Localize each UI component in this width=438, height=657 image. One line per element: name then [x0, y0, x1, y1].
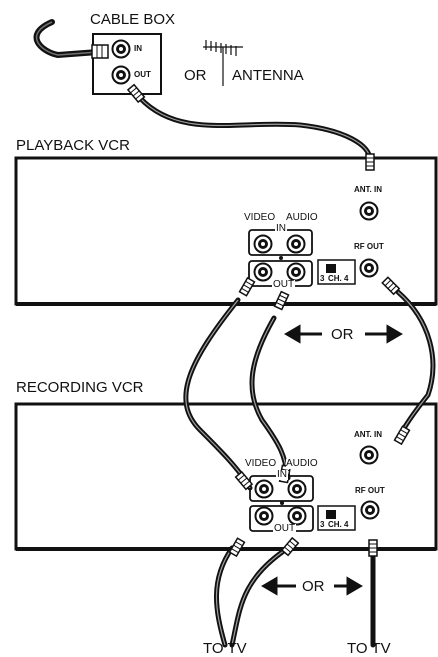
- cable-out-jack: [111, 65, 131, 85]
- playback-video-out-jack: [253, 262, 273, 282]
- or-arrows-top: [284, 324, 403, 344]
- cable-box: [33, 19, 162, 95]
- playback-rf-out-jack: [359, 258, 379, 278]
- recording-audio-to-tv: [229, 545, 291, 648]
- playback-audio-label: AUDIO: [286, 212, 318, 223]
- recording-video-label: VIDEO: [245, 458, 277, 469]
- recording-out-label: OUT: [273, 523, 297, 534]
- playback-in-label: IN: [275, 223, 287, 234]
- recording-ch4-label: CH. 4: [328, 520, 349, 529]
- antenna-icon: [203, 40, 243, 86]
- playback-out-label: OUT: [272, 279, 296, 290]
- recording-rf-out-jack: [360, 500, 380, 520]
- playback-vcr: [14, 156, 438, 306]
- cable-out-label: OUT: [134, 70, 151, 79]
- cable-out-to-ant-in: [137, 95, 373, 163]
- playback-video-in-jack: [253, 234, 273, 254]
- recording-ch3-label: 3: [320, 520, 325, 529]
- playback-ant-in-label: ANT. IN: [354, 185, 382, 194]
- recording-vcr: [14, 402, 438, 551]
- recording-vcr-label: RECORDING VCR: [16, 379, 144, 396]
- or-label-antenna: OR: [184, 67, 207, 84]
- playback-audio-in-jack: [286, 234, 306, 254]
- to-tv-rf-label: TO TV: [347, 640, 391, 657]
- playback-vcr-label: PLAYBACK VCR: [16, 137, 130, 154]
- playback-ch3-label: 3: [320, 274, 325, 283]
- recording-video-in-jack: [254, 479, 274, 499]
- playback-channel-switch: [317, 259, 356, 285]
- recording-in-label: IN: [276, 469, 288, 480]
- playback-ant-in-jack: [359, 201, 379, 221]
- to-tv-av-label: TO TV: [203, 640, 247, 657]
- recording-audio-in-jack: [287, 479, 307, 499]
- playback-video-label: VIDEO: [244, 212, 276, 223]
- recording-rf-out-label: RF OUT: [355, 486, 385, 495]
- playback-rf-out-label: RF OUT: [354, 242, 384, 251]
- playback-ch4-label: CH. 4: [328, 274, 349, 283]
- or-label-top: OR: [331, 326, 354, 343]
- or-label-bottom: OR: [302, 578, 325, 595]
- recording-ant-in-jack: [359, 445, 379, 465]
- cable-in-label: IN: [134, 44, 142, 53]
- recording-channel-switch: [317, 505, 356, 531]
- playback-audio-out-jack: [286, 262, 306, 282]
- recording-audio-out-jack: [287, 506, 307, 526]
- rf-out-to-ant-in: [395, 289, 436, 433]
- recording-ant-in-label: ANT. IN: [354, 430, 382, 439]
- cable-box-label: CABLE BOX: [90, 11, 176, 28]
- cable-in-jack: [111, 39, 131, 59]
- recording-video-out-jack: [254, 506, 274, 526]
- antenna-label: ANTENNA: [232, 67, 304, 84]
- or-arrows-bottom: [261, 576, 363, 596]
- recording-audio-label: AUDIO: [286, 458, 318, 469]
- playback-video-to-recording-video: [183, 297, 253, 491]
